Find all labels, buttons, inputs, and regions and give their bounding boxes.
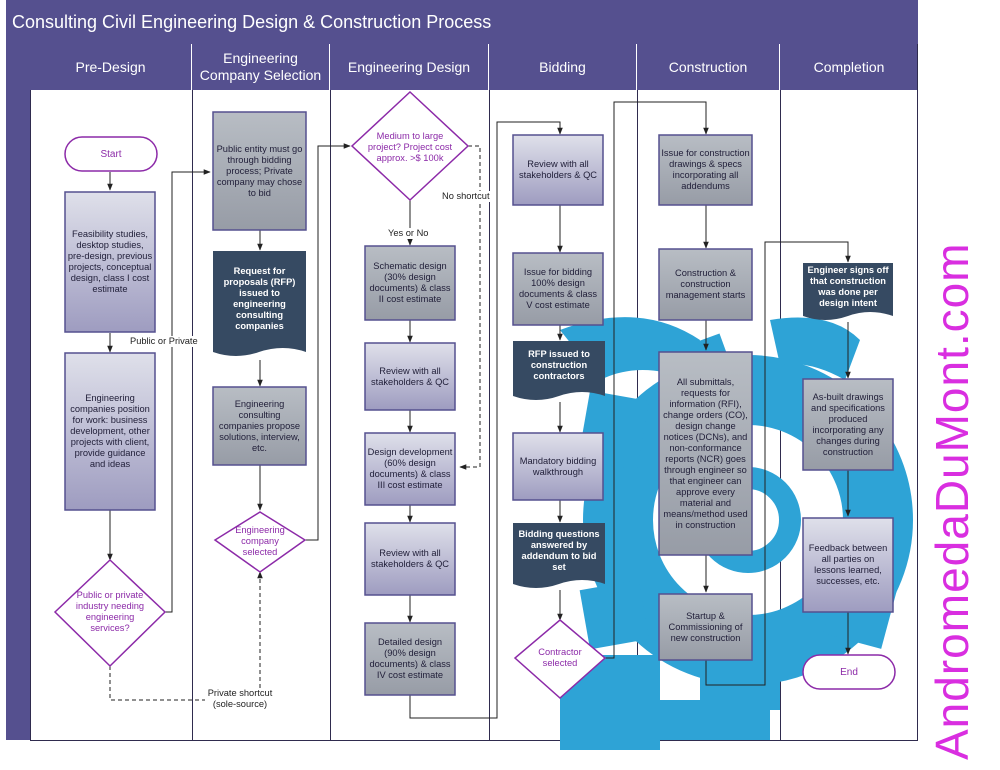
bidding-questions-document: Bidding questions answered by addendum t… — [518, 529, 600, 572]
shortcut-lines — [109, 145, 481, 701]
process-box — [212, 111, 307, 231]
private-shortcut-label: Private shortcut (sole-source) — [205, 688, 275, 710]
watermark-text: AndromedaDuMont.com — [926, 242, 978, 760]
process-box — [658, 351, 753, 556]
issue-construction-step: Issue for construction drawings & specs … — [661, 148, 750, 191]
document-shape — [803, 263, 893, 320]
process-box — [512, 432, 604, 501]
process-box — [658, 248, 753, 321]
lane-divider — [917, 44, 918, 741]
design-development-step: Design development (60% design documents… — [367, 447, 453, 490]
submittals-step: All submittals, requests for information… — [663, 376, 748, 530]
public-entity-step: Public entity must go through bidding pr… — [216, 143, 303, 198]
process-box — [64, 352, 156, 511]
lane-header-engineering-design: Engineering Design — [330, 44, 489, 90]
document-shape — [213, 251, 306, 356]
review-step-2: Review with all stakeholders & QC — [370, 548, 450, 569]
process-box — [512, 252, 604, 326]
feedback-step: Feedback between all parties on lessons … — [808, 543, 888, 586]
issue-bidding-step: Issue for bidding 100% design documents … — [518, 267, 598, 310]
company-selected-diamond — [213, 511, 307, 573]
start-label: Start — [100, 148, 122, 160]
process-box — [364, 342, 456, 411]
process-box — [364, 432, 456, 506]
process-box — [364, 245, 456, 321]
propose-solutions-step: Engineering consulting companies propose… — [218, 398, 301, 453]
process-box — [802, 378, 894, 471]
review-step-1: Review with all stakeholders & QC — [370, 365, 450, 387]
industry-decision-diamond — [53, 558, 167, 668]
process-box — [212, 386, 307, 466]
yes-or-no-label: Yes or No — [388, 228, 429, 239]
lane-divider — [330, 90, 331, 740]
as-built-step: As-built drawings and specifications pro… — [811, 391, 885, 457]
end-terminator — [802, 654, 896, 690]
project-size-label: Medium to large project? Project cost ap… — [367, 130, 453, 163]
start-terminator — [64, 136, 158, 172]
diagram-title: Consulting Civil Engineering Design & Co… — [6, 0, 918, 44]
connector-lines — [107, 101, 851, 719]
rfp-construction-document: RFP issued to construction contractors — [528, 348, 590, 381]
schematic-design-step: Schematic design (30% design documents) … — [369, 261, 451, 304]
detailed-design-step: Detailed design (90% design documents) &… — [369, 637, 451, 680]
public-or-private-label: Public or Private — [130, 336, 198, 347]
left-margin-strip — [6, 44, 30, 740]
company-selected-label: Engineering company selected — [235, 524, 285, 557]
document-shape — [513, 341, 605, 400]
contractor-selected-label: Contractor selected — [538, 647, 582, 668]
process-box — [64, 191, 156, 333]
process-box — [512, 134, 604, 206]
lane-header-construction: Construction — [637, 44, 780, 90]
construction-starts-step: Construction & construction management s… — [665, 268, 746, 300]
review-step-3: Review with all stakeholders & QC — [518, 159, 598, 180]
feasibility-step: Feasibility studies, desktop studies, pr… — [67, 229, 153, 294]
lane-divider — [192, 90, 193, 740]
contractor-selected-diamond — [513, 619, 607, 700]
lane-header-bidding: Bidding — [489, 44, 637, 90]
startup-commissioning-step: Startup & Commissioning of new construct… — [668, 610, 743, 643]
engineer-signs-document: Engineer signs off that construction was… — [807, 265, 889, 308]
process-box — [364, 522, 456, 596]
process-box — [802, 517, 894, 613]
no-shortcut-label: No shortcut — [442, 191, 490, 202]
process-box — [364, 622, 456, 696]
rfp-engineering-document: Request for proposals (RFP) issued to en… — [223, 266, 296, 331]
lane-divider — [30, 740, 918, 741]
lane-header-completion: Completion — [780, 44, 918, 90]
lane-header-company-selection: Engineering Company Selection — [192, 44, 330, 90]
engineering-position-step: Engineering companies position for work:… — [70, 393, 150, 469]
walkthrough-step: Mandatory bidding walkthrough — [519, 455, 597, 477]
end-label: End — [840, 666, 858, 678]
process-box — [658, 593, 753, 661]
project-size-diamond — [350, 90, 470, 202]
document-shape — [513, 523, 605, 588]
industry-decision-label: Public or private industry needing engin… — [75, 590, 145, 633]
lane-divider — [489, 90, 490, 740]
process-box — [658, 134, 753, 206]
lane-header-pre-design: Pre-Design — [30, 44, 192, 90]
lane-divider — [30, 90, 31, 740]
